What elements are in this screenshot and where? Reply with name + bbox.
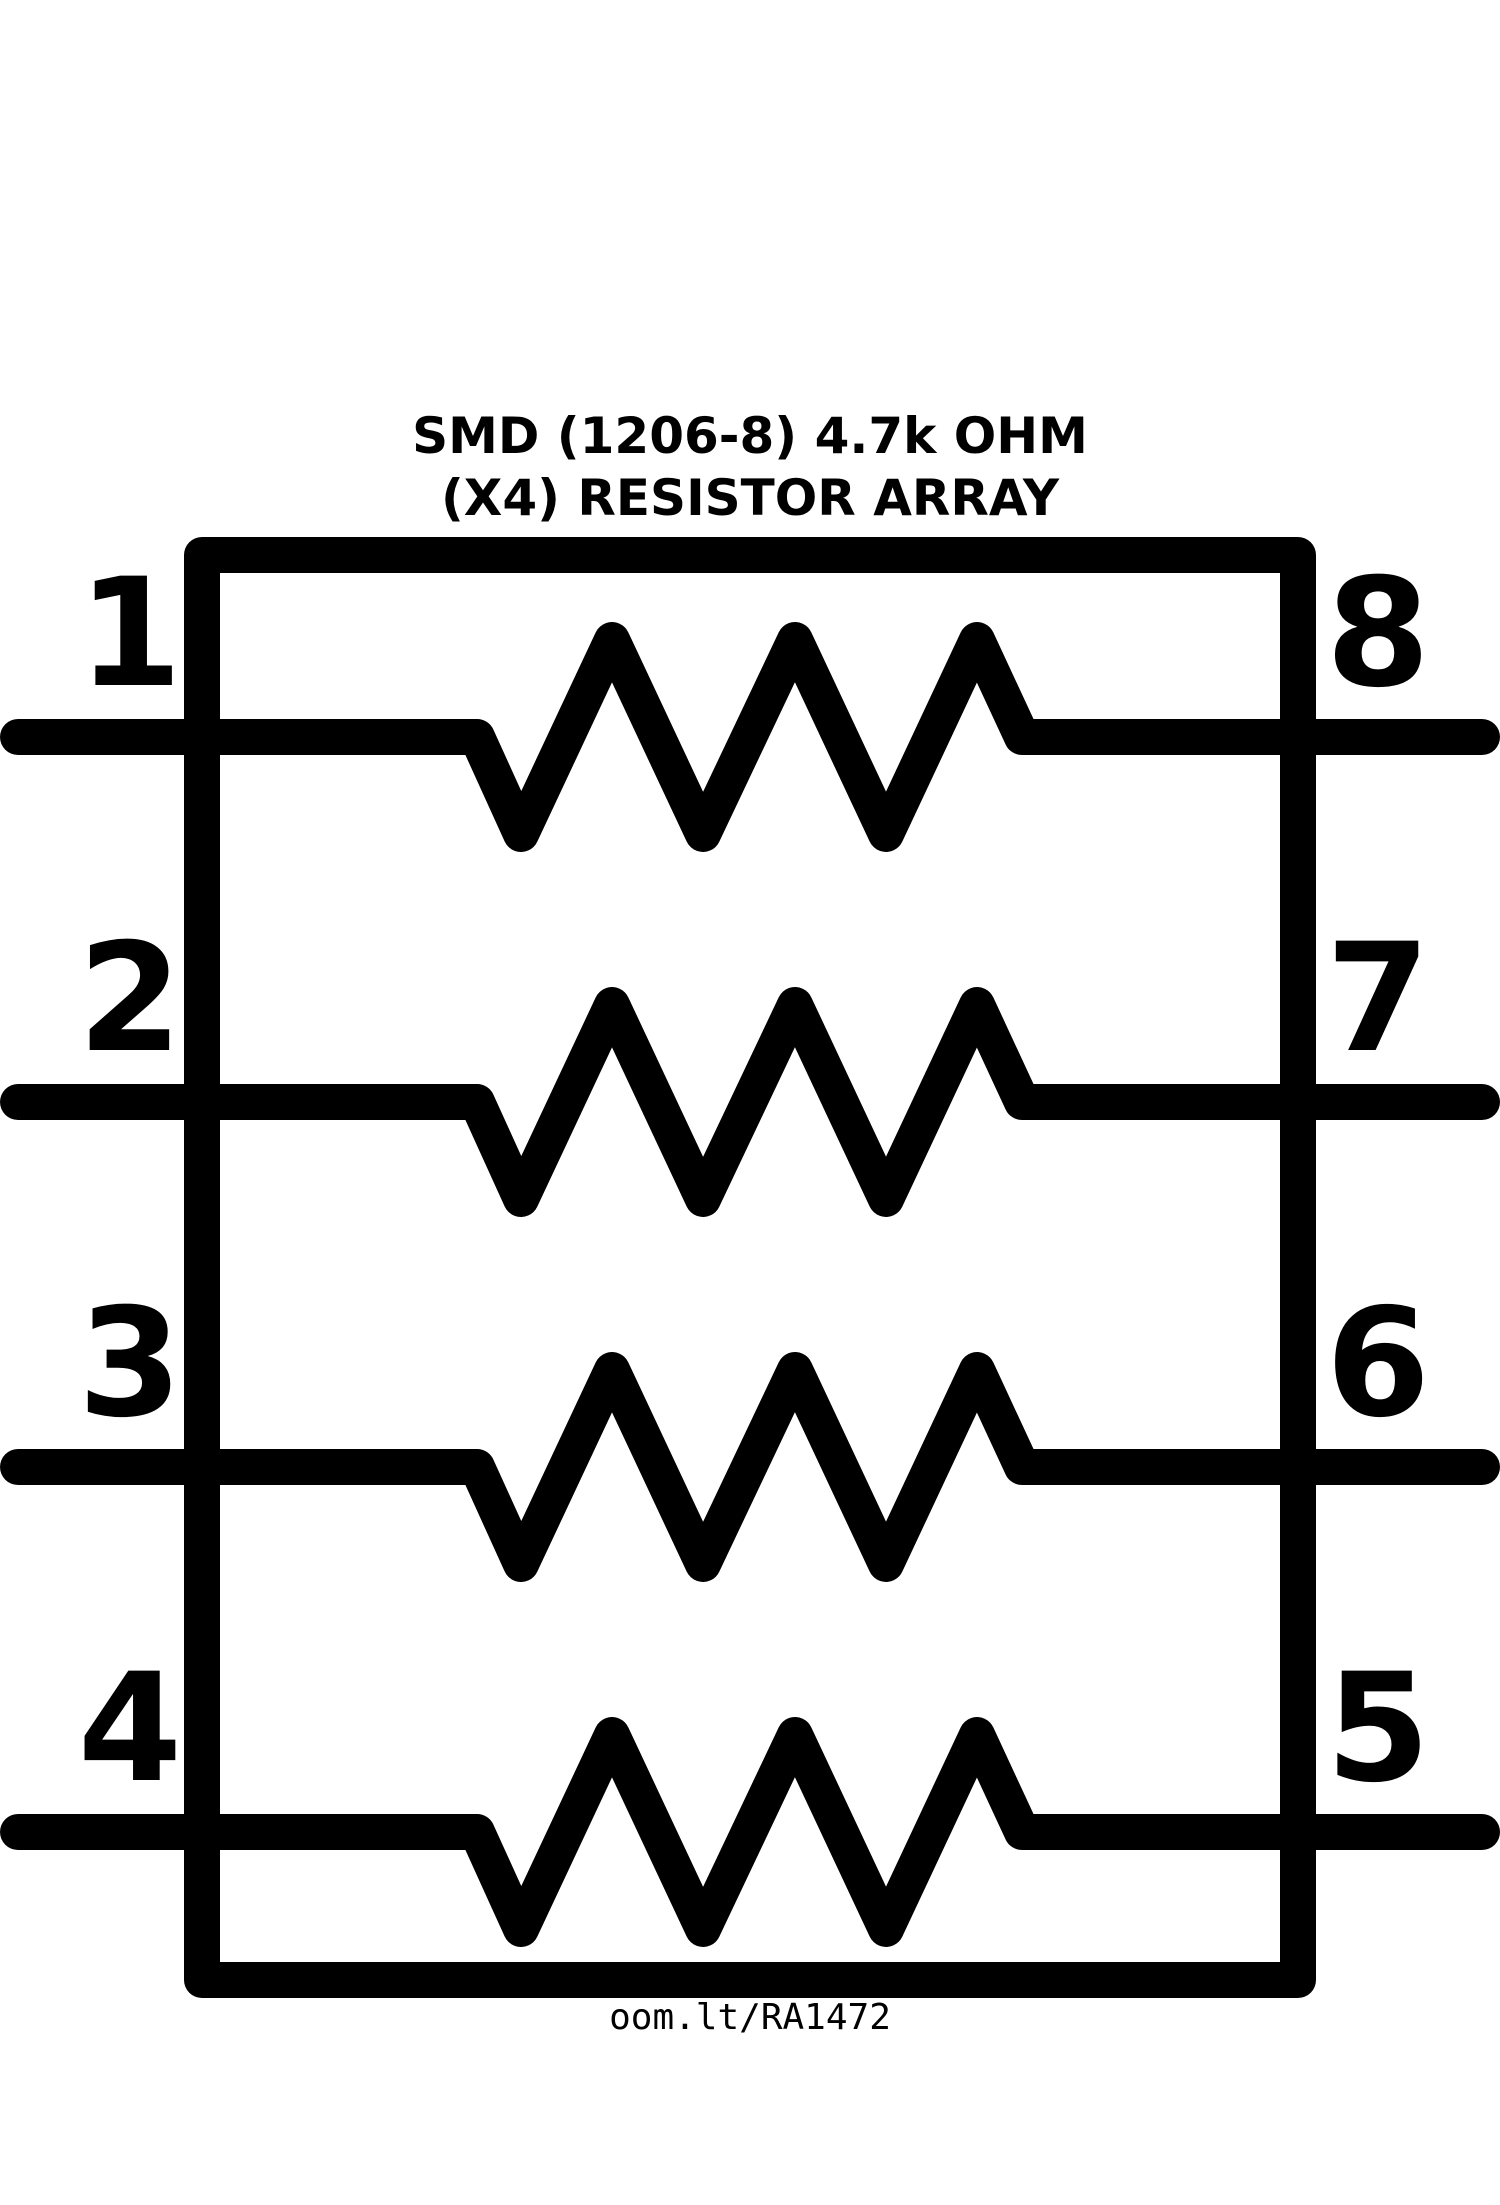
resistor-4-zigzag <box>184 1717 1316 1947</box>
pin-label-left-4: 4 <box>78 1642 182 1816</box>
resistor-rows <box>0 622 1500 1947</box>
resistor-2-zigzag <box>184 987 1316 1217</box>
pin-label-right-6: 6 <box>1326 1277 1430 1451</box>
pin-label-right-7: 7 <box>1326 912 1430 1086</box>
title-line-2: (X4) RESISTOR ARRAY <box>441 469 1060 527</box>
pin-label-right-5: 5 <box>1326 1642 1430 1816</box>
pin-label-left-3: 3 <box>78 1277 182 1451</box>
component-body-outline <box>184 537 1316 1998</box>
resistor-1-zigzag <box>184 622 1316 852</box>
pin-label-left-2: 2 <box>78 912 182 1086</box>
pin-labels: 1 2 3 4 5 6 7 8 <box>78 547 1430 1816</box>
pin-label-left-1: 1 <box>78 547 182 721</box>
footer-url: oom.lt/RA1472 <box>609 1997 891 2038</box>
title-line-1: SMD (1206-8) 4.7k OHM <box>412 407 1088 465</box>
resistor-3-zigzag <box>184 1352 1316 1582</box>
pin-label-right-8: 8 <box>1326 547 1430 721</box>
